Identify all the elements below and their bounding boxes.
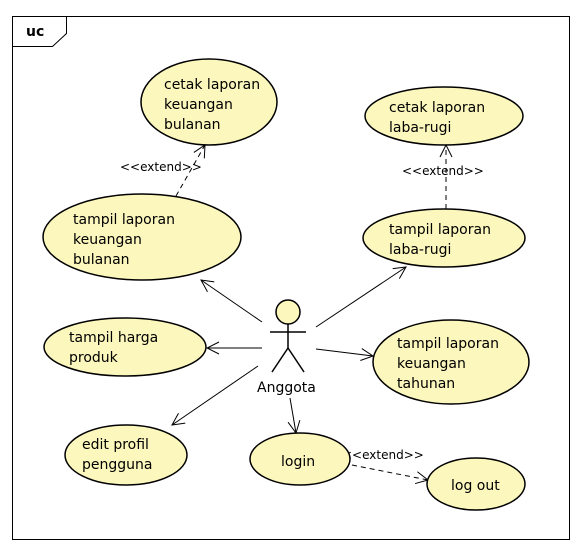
actor-anggota[interactable] xyxy=(270,299,306,373)
extend-relationships xyxy=(175,145,446,480)
usecase-log-out[interactable]: log out xyxy=(426,457,526,511)
usecase-tampil-laporan-laba-rugi[interactable]: tampil laporan laba-rugi xyxy=(362,208,526,268)
association-edit-profil-pengguna xyxy=(172,365,259,425)
frame-label: uc xyxy=(26,24,44,40)
association-tampil-laporan-keuangan-tahunan xyxy=(315,349,373,356)
usecase-ellipse xyxy=(64,424,188,486)
usecase-label: produk xyxy=(69,350,119,366)
usecase-tampil-laporan-keuangan-tahunan[interactable]: tampil laporan keuangan tahunan xyxy=(372,319,530,405)
extend-labels: <<extend>> <<extend>> <<extend>> xyxy=(120,160,484,462)
frame-label-tab xyxy=(12,16,67,47)
usecase-login[interactable]: login xyxy=(249,432,351,486)
usecase-cetak-laporan-keuangan-bulanan[interactable]: cetak laporan keuangan bulanan xyxy=(140,58,278,146)
usecase-label: keuangan xyxy=(164,97,233,113)
usecase-label: tampil harga xyxy=(69,330,158,346)
usecase-tampil-laporan-keuangan-bulanan[interactable]: tampil laporan keuangan bulanan xyxy=(42,193,242,281)
usecase-label: login xyxy=(281,454,315,470)
actor-label: Anggota xyxy=(257,380,316,396)
usecase-label: bulanan xyxy=(73,252,130,268)
actor-left-leg xyxy=(271,347,289,373)
usecase-label: tampil laporan xyxy=(389,222,491,238)
usecase-label: laba-rugi xyxy=(389,242,451,258)
extend-arrow-keuangan-bulanan xyxy=(175,145,205,197)
usecase-label: tampil laporan xyxy=(73,212,175,228)
usecase-cetak-laporan-laba-rugi[interactable]: cetak laporan laba-rugi xyxy=(364,86,524,146)
association-tampil-laporan-laba-rugi xyxy=(315,267,406,328)
usecase-label: cetak laporan xyxy=(389,100,485,116)
association-tampil-laporan-keuangan-bulanan xyxy=(201,280,263,323)
usecase-ellipse xyxy=(364,86,524,146)
usecase-ellipse xyxy=(140,58,278,146)
usecase-tampil-harga-produk[interactable]: tampil harga produk xyxy=(43,317,207,377)
extend-arrow-log-out xyxy=(351,464,428,480)
usecase-ellipse xyxy=(43,317,207,377)
usecase-ellipse xyxy=(362,208,526,268)
extend-label-log-out: <<extend>> xyxy=(342,448,424,462)
usecase-label: edit profil xyxy=(82,437,149,453)
usecase-label: keuangan xyxy=(73,232,142,248)
usecase-label: keuangan xyxy=(397,356,466,372)
usecase-label: log out xyxy=(451,478,500,494)
usecase-edit-profil-pengguna[interactable]: edit profil pengguna xyxy=(64,424,188,486)
usecase-label: tampil laporan xyxy=(397,336,499,352)
actor-right-leg xyxy=(287,347,305,373)
extend-label-keuangan-bulanan: <<extend>> xyxy=(120,160,202,174)
usecase-ellipse xyxy=(426,457,526,511)
usecase-ellipse xyxy=(372,319,530,405)
extend-label-laba-rugi: <<extend>> xyxy=(402,164,484,178)
association-login xyxy=(290,397,296,433)
actor-head xyxy=(275,299,301,325)
usecase-ellipse xyxy=(42,193,242,281)
usecase-label: bulanan xyxy=(164,117,221,133)
usecase-label: laba-rugi xyxy=(389,120,451,136)
usecase-label: cetak laporan xyxy=(164,77,260,93)
usecase-label: pengguna xyxy=(82,457,152,473)
associations xyxy=(172,267,406,433)
usecase-ellipse xyxy=(249,432,351,486)
usecase-label: tahunan xyxy=(397,376,455,392)
